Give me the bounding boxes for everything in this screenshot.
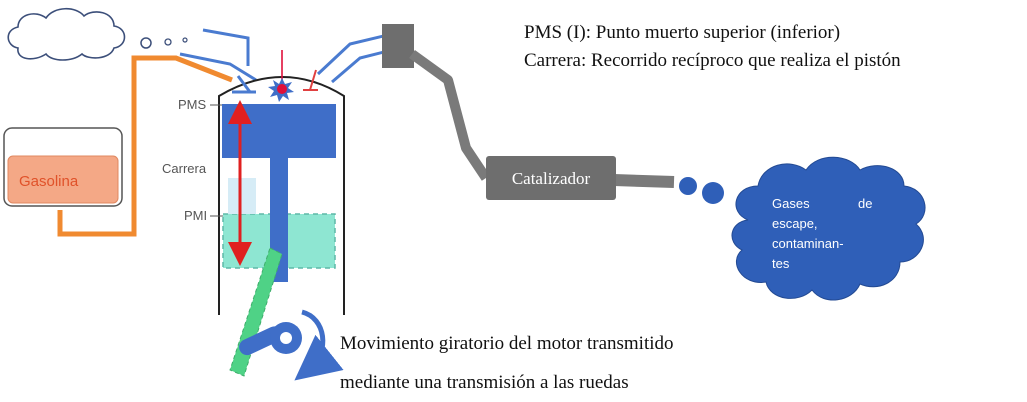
pmi-label: PMI [184, 208, 207, 223]
rotation-arrow-icon [294, 309, 344, 381]
exhaust-manifold-inner [331, 48, 393, 84]
exhaust-bubble-icon [702, 182, 724, 204]
intake-air-pipe-lower [179, 52, 257, 82]
definition-carrera: Carrera: Recorrido recíproco que realiza… [524, 50, 901, 71]
cloud-line-1-right: de [858, 196, 872, 211]
pms-label: PMS [178, 97, 207, 112]
catalyst-label: Catalizador [512, 169, 591, 188]
caption-line-1: Movimiento giratorio del motor transmiti… [340, 333, 674, 354]
crankshaft [239, 322, 302, 356]
stroke-ghost [228, 178, 256, 214]
fuel-tank-label: Gasolina [19, 173, 79, 190]
intake-air-pipe [202, 28, 250, 66]
fuel-tank-liquid [7, 155, 119, 204]
fuel-line [57, 55, 233, 237]
definition-pms: PMS (I): Punto muerto superior (inferior… [524, 22, 840, 43]
exhaust-bubble-icon [679, 177, 697, 195]
tailpipe [613, 174, 675, 188]
carrera-label: Carrera [162, 161, 207, 176]
cloud-line-2: escape, [772, 216, 818, 231]
catalyst-box [486, 156, 616, 200]
air-cloud-icon [7, 7, 126, 61]
ignition-core-icon [277, 84, 287, 94]
air-bubble-icon [182, 37, 188, 43]
exhaust-valve [303, 69, 318, 91]
intake-valve [232, 75, 256, 94]
air-bubble-icon [164, 38, 172, 46]
exhaust-cloud-icon [731, 156, 926, 301]
exhaust-outlet-block [382, 24, 414, 68]
cloud-line-1-left: Gases [772, 196, 810, 211]
exhaust-manifold [316, 32, 393, 76]
caption-line-2: mediante una transmisión a las ruedas [340, 372, 629, 393]
exhaust-pipe [409, 49, 491, 181]
cloud-line-4: tes [772, 256, 790, 271]
cloud-line-3: contaminan- [772, 236, 844, 251]
air-bubble-icon [140, 37, 152, 49]
